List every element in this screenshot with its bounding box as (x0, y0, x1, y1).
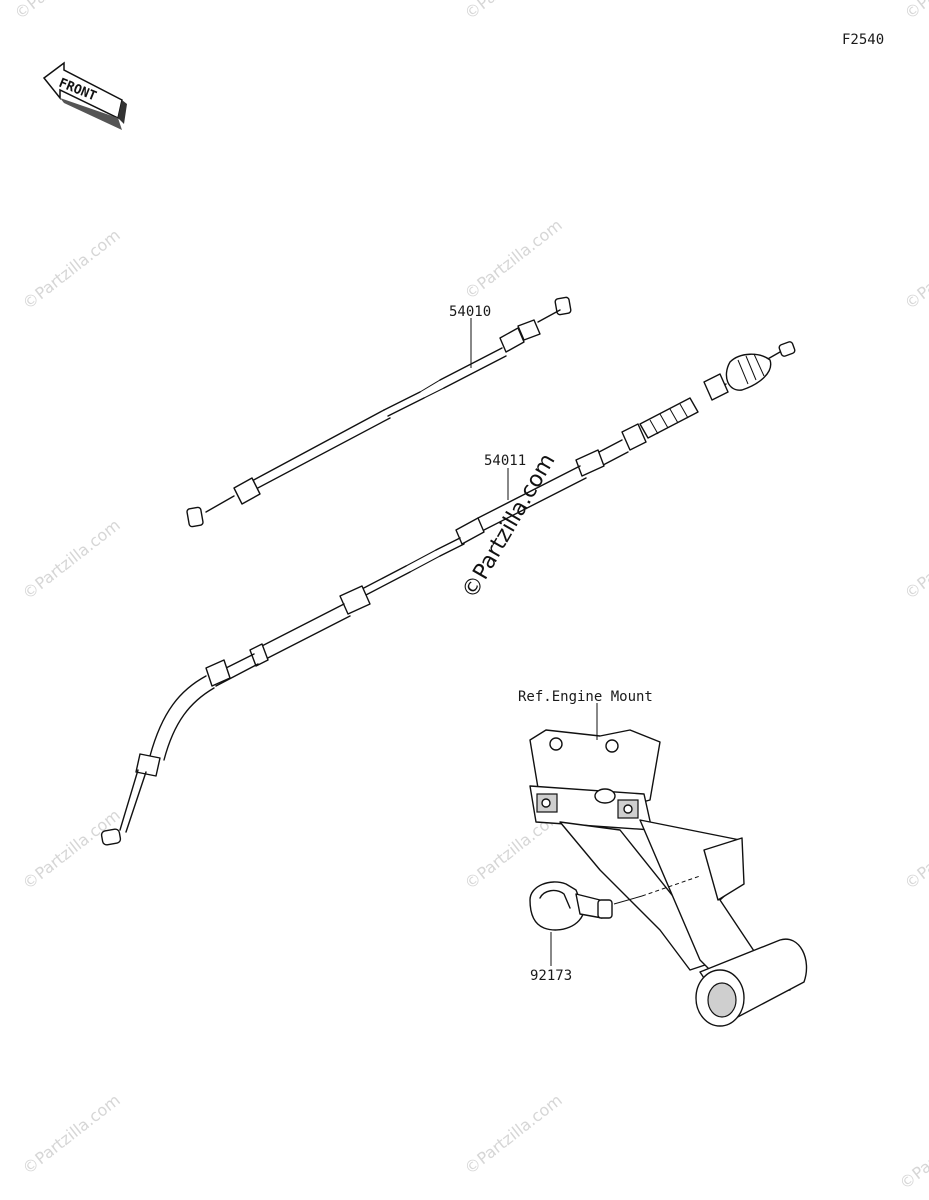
reference-label: Ref.Engine Mount (518, 689, 653, 705)
cable-54010 (186, 296, 572, 528)
watermark: ©Partzilla.com (896, 1105, 929, 1193)
part-label-54011[interactable]: 54011 (484, 453, 526, 469)
watermark: ©Partzilla.com (19, 225, 124, 313)
front-direction-arrow-icon: FRONT (42, 61, 127, 130)
clamp-92173 (529, 875, 701, 931)
cable-54011 (100, 341, 796, 846)
part-label-54010[interactable]: 54010 (449, 304, 491, 320)
watermark: ©Partzilla.com (901, 515, 929, 603)
watermark: ©Partzilla.com (901, 225, 929, 313)
figure-code: F2540 (842, 32, 884, 48)
engine-mount-illustration (529, 729, 808, 1027)
watermark: ©Partzilla.com (901, 805, 929, 893)
watermark: ©Partzilla.com (901, 0, 929, 23)
watermark: ©Partzilla.com (461, 215, 566, 303)
watermark: ©Partzilla.com (19, 1090, 124, 1178)
watermark: ©Partzilla.com (461, 1090, 566, 1178)
part-label-92173[interactable]: 92173 (530, 968, 572, 984)
watermark: ©Partzilla.com (461, 0, 566, 23)
leader-lines (470, 318, 598, 966)
watermark: ©Partzilla.com (11, 0, 116, 23)
watermark: ©Partzilla.com (19, 515, 124, 603)
watermark: ©Partzilla.com (19, 805, 124, 893)
